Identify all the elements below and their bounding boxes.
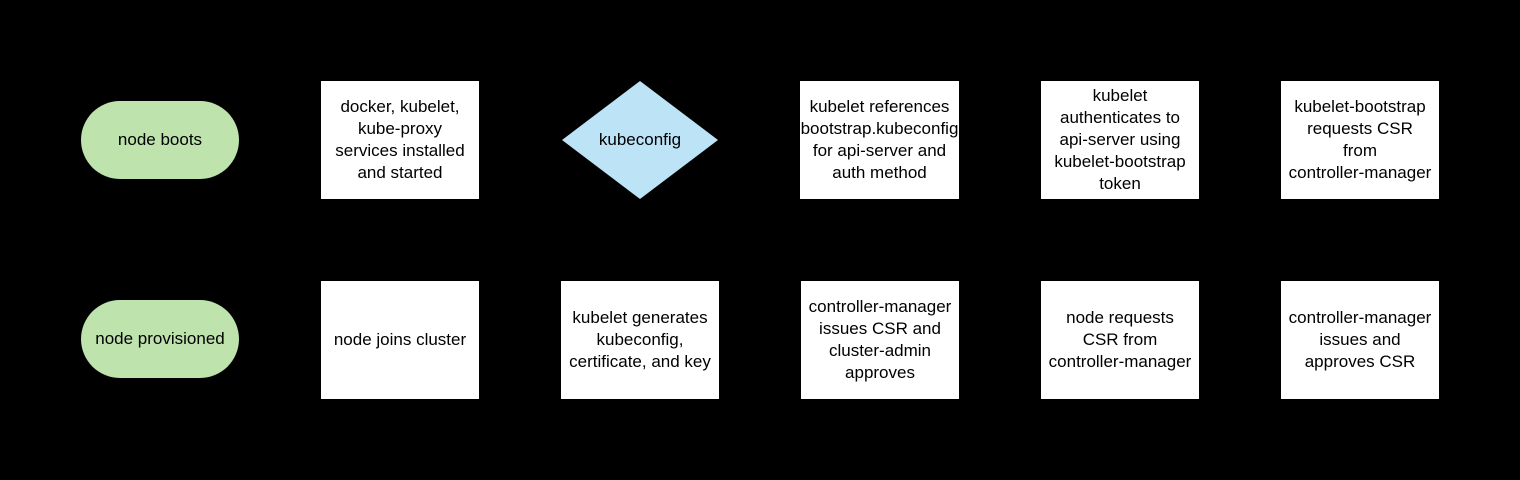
cm-issues-approves-csr-label: controller-manager issues and approves C… [1288, 308, 1432, 371]
services-installed-process: docker, kubelet, kube-proxy services ins… [321, 81, 479, 199]
cm-issues-admin-approves-process: controller-manager issues CSR and cluste… [801, 281, 959, 399]
node-joins-cluster-label: node joins cluster [333, 330, 467, 349]
node-boots-terminator: node boots [81, 101, 239, 179]
node-provisioned-label: node provisioned [95, 329, 225, 348]
node-joins-cluster-process: node joins cluster [321, 281, 479, 399]
cm-issues-admin-approves-label: controller-manager issues CSR and cluste… [808, 297, 952, 382]
kubelet-bootstrap-requests-process: kubelet-bootstrap requests CSR from cont… [1281, 81, 1439, 199]
kubelet-authenticates-process: kubelet authenticates to api-server usin… [1041, 81, 1199, 199]
kubelet-references-process: kubelet references bootstrap.kubeconfig … [800, 81, 959, 199]
kubelet-bootstrap-requests-label: kubelet-bootstrap requests CSR from cont… [1288, 97, 1432, 182]
kubelet-generates-label: kubelet generates kubeconfig, certificat… [569, 308, 711, 371]
kubelet-authenticates-label: kubelet authenticates to api-server usin… [1054, 86, 1186, 193]
node-requests-csr-label: node requests CSR from controller-manage… [1048, 308, 1192, 371]
cm-issues-approves-csr-process: controller-manager issues and approves C… [1281, 281, 1439, 399]
kubelet-references-label: kubelet references bootstrap.kubeconfig … [800, 97, 959, 182]
node-provisioned-terminator: node provisioned [81, 300, 239, 378]
kubelet-generates-process: kubelet generates kubeconfig, certificat… [561, 281, 719, 399]
kubeconfig-decision-diamond: kubeconfig [562, 81, 718, 199]
services-installed-label: docker, kubelet, kube-proxy services ins… [335, 97, 465, 182]
node-requests-csr-process: node requests CSR from controller-manage… [1041, 281, 1199, 399]
node-boots-label: node boots [117, 130, 203, 149]
kubeconfig-decision-label: kubeconfig [598, 130, 682, 149]
